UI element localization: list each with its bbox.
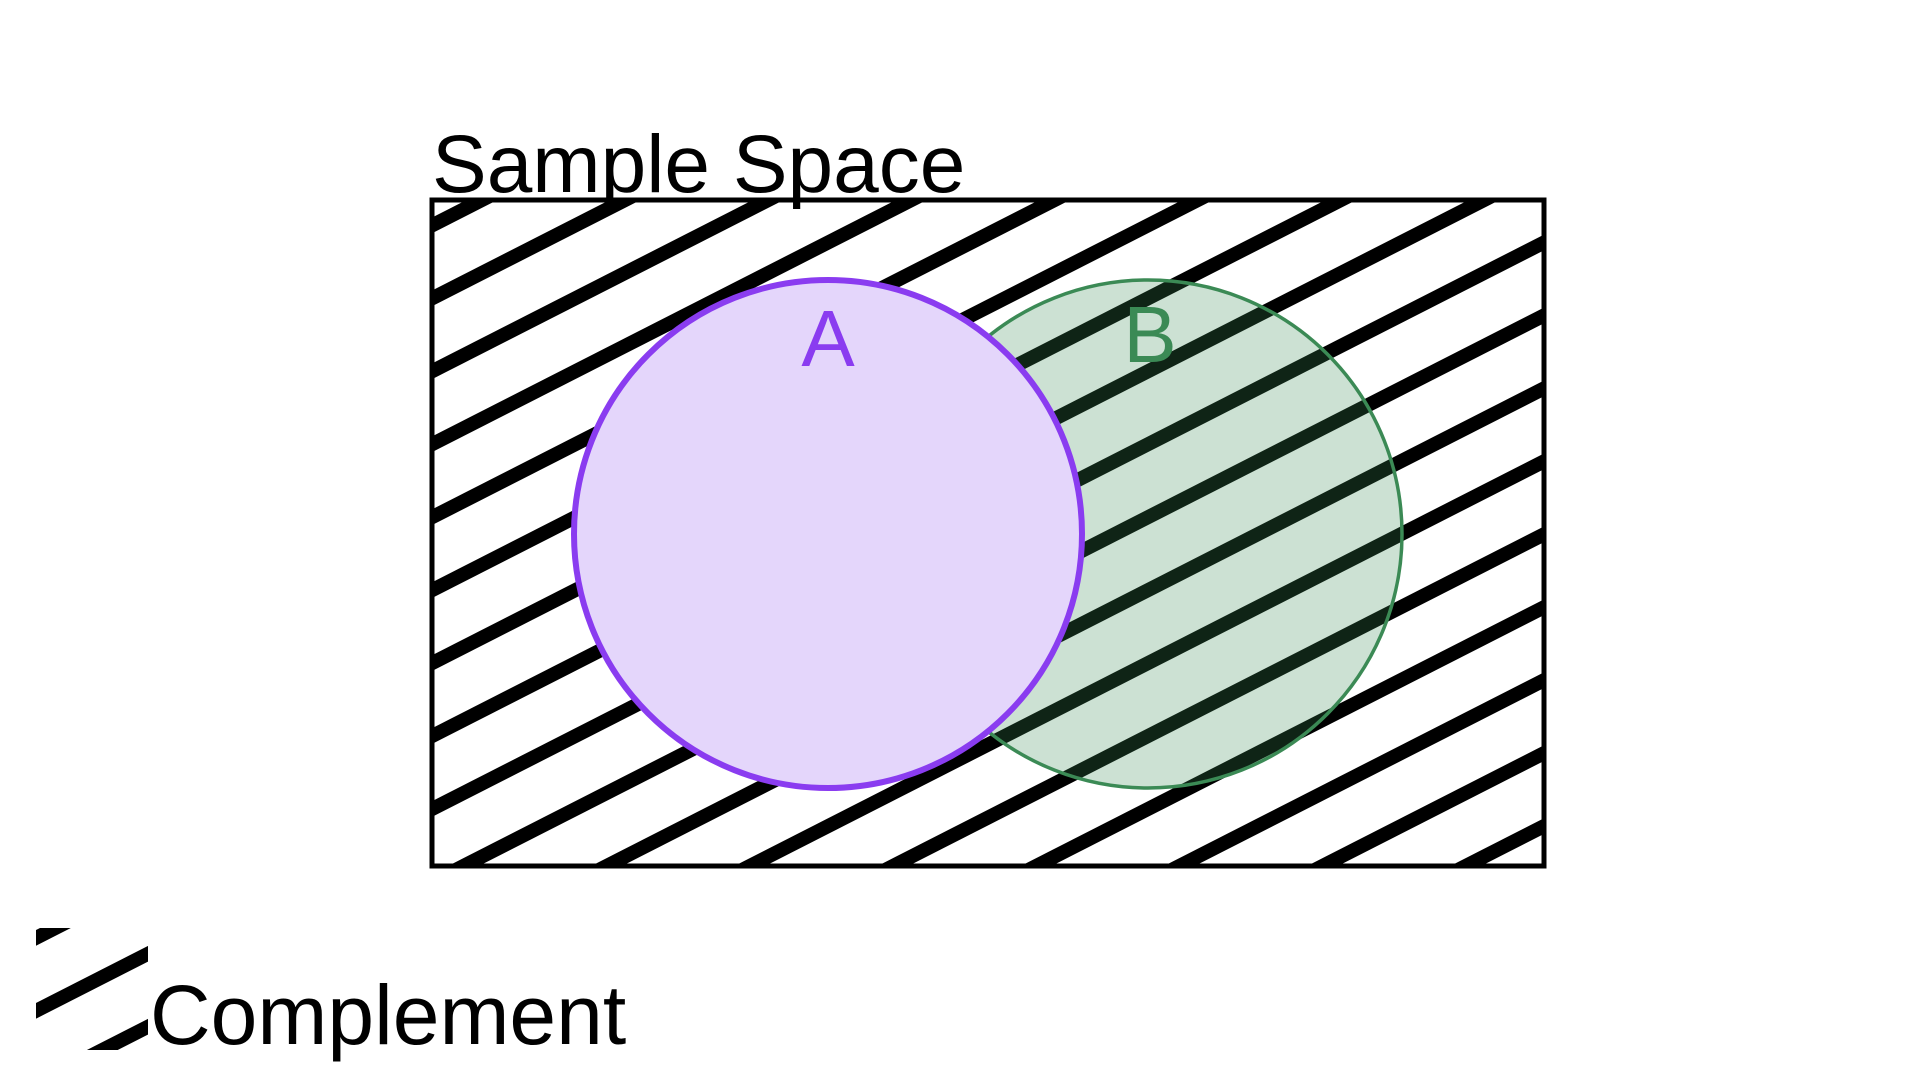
sample-space-title: Sample Space [432,119,965,210]
complement-legend-label: Complement [150,968,626,1062]
set-b-label: B [1123,290,1176,379]
set-a-circle [571,277,1085,791]
set-a-label: A [801,294,855,383]
sample-space-border [429,197,1547,869]
complement-legend-swatch [36,928,148,1050]
